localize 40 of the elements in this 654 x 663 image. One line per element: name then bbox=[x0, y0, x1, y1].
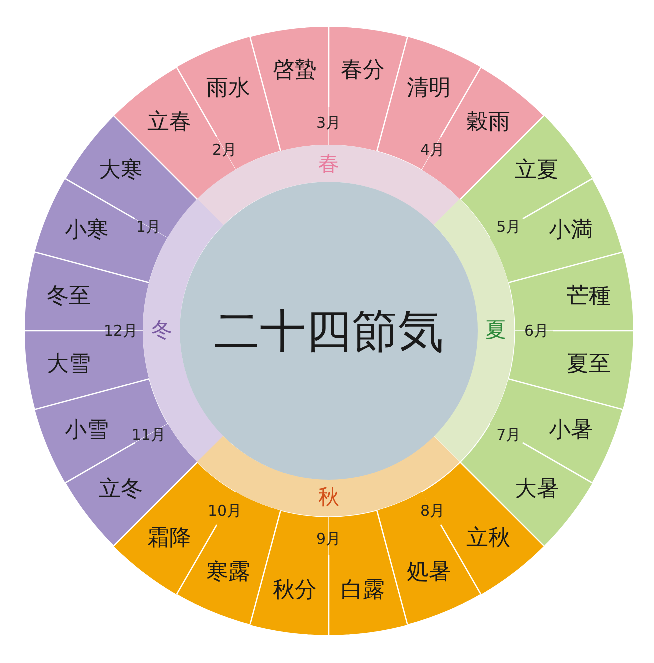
solar-term-label: 白露 bbox=[341, 580, 386, 602]
solar-term-label: 春分 bbox=[341, 60, 386, 82]
month-label: 10月 bbox=[208, 504, 242, 519]
month-label: 12月 bbox=[104, 324, 138, 338]
solar-term-label: 啓蟄 bbox=[272, 60, 317, 82]
solar-term-label: 大暑 bbox=[514, 479, 559, 502]
solar-term-label: 秋分 bbox=[272, 580, 317, 602]
month-label: 11月 bbox=[132, 428, 166, 442]
solar-term-label: 雨水 bbox=[206, 78, 251, 100]
month-label: 4月 bbox=[420, 143, 446, 158]
month-label: 5月 bbox=[496, 220, 522, 234]
solar-term-label: 霜降 bbox=[147, 528, 192, 550]
season-label: 冬 bbox=[152, 320, 172, 342]
solar-term-label: 小寒 bbox=[64, 220, 109, 242]
month-label: 1月 bbox=[136, 220, 161, 234]
season-label: 夏 bbox=[485, 320, 506, 342]
solar-term-label: 穀雨 bbox=[466, 112, 510, 134]
month-label: 7月 bbox=[496, 428, 522, 442]
solar-term-label: 大雪 bbox=[47, 354, 92, 376]
month-label: 6月 bbox=[524, 324, 550, 338]
title-text: 二十四節気 bbox=[214, 308, 444, 354]
month-label: 8月 bbox=[420, 504, 446, 519]
solar-term-label: 小満 bbox=[549, 220, 594, 242]
solar-term-label: 芒種 bbox=[566, 286, 611, 308]
season-label: 秋 bbox=[318, 487, 340, 508]
solar-term-label: 小雪 bbox=[64, 420, 109, 442]
solar-term-label: 処暑 bbox=[407, 562, 452, 584]
season-label: 春 bbox=[318, 154, 340, 174]
solar-term-label: 立秋 bbox=[466, 528, 510, 550]
solar-term-label: 寒露 bbox=[206, 562, 251, 584]
month-label: 3月 bbox=[316, 116, 342, 130]
solar-term-label: 立夏 bbox=[514, 160, 559, 182]
month-label: 2月 bbox=[212, 143, 238, 158]
solar-term-label: 小暑 bbox=[549, 420, 594, 442]
solar-term-label: 冬至 bbox=[47, 286, 92, 308]
solar-term-label: 大寒 bbox=[99, 160, 144, 182]
solar-term-label: 夏至 bbox=[566, 354, 611, 376]
solar-term-label: 清明 bbox=[407, 78, 452, 100]
solar-term-label: 立春 bbox=[147, 112, 192, 134]
solar-term-label: 立冬 bbox=[99, 479, 144, 502]
